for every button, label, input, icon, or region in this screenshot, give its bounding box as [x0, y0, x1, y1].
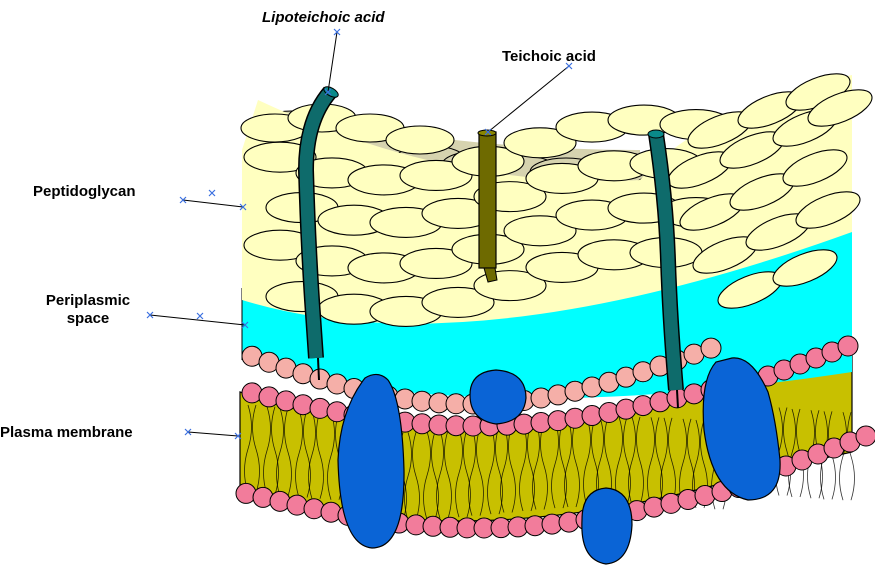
phospholipid-head — [644, 497, 664, 517]
membrane-protein-left — [338, 374, 404, 548]
leader-line — [328, 32, 337, 92]
peptidoglycan-label: Peptidoglycan — [33, 183, 136, 201]
phospholipid-head — [599, 402, 619, 422]
phospholipid-head — [838, 336, 858, 356]
leader-marker — [197, 313, 203, 319]
peptidoglycan-ellipse — [386, 126, 454, 154]
leader-line — [188, 432, 238, 436]
leader-marker — [209, 190, 215, 196]
periplasmic-space-label: Periplasmic space — [28, 292, 148, 328]
phospholipid-head — [616, 399, 636, 419]
phospholipid-head — [633, 396, 653, 416]
phospholipid-head-back — [701, 338, 721, 358]
lipoteichoic-anchor — [677, 390, 678, 408]
peripheral-protein-bottom — [582, 488, 632, 564]
leader-line — [488, 66, 569, 132]
peripheral-protein-top — [470, 370, 526, 424]
phospholipid-head — [304, 499, 324, 519]
phospholipid-head — [287, 495, 307, 515]
lipoteichoic-acid-tip — [648, 130, 664, 138]
lipoteichoic-anchor — [318, 358, 319, 380]
plasma-membrane-label: Plasma membrane — [0, 424, 133, 442]
teichoic-acid — [479, 132, 496, 268]
leader-line — [150, 315, 245, 325]
phospholipid-head-back — [548, 385, 568, 405]
phospholipid-head — [856, 426, 875, 446]
teichoic-acid-label: Teichoic acid — [502, 48, 596, 66]
phospholipid-head — [293, 395, 313, 415]
phospholipid-head — [310, 398, 330, 418]
lipoteichoic-acid-label: Lipoteichoic acid — [262, 9, 385, 27]
periplasmic-label-line1: Periplasmic — [28, 292, 148, 310]
leader-line — [183, 200, 243, 207]
periplasmic-label-line2: space — [28, 310, 148, 328]
